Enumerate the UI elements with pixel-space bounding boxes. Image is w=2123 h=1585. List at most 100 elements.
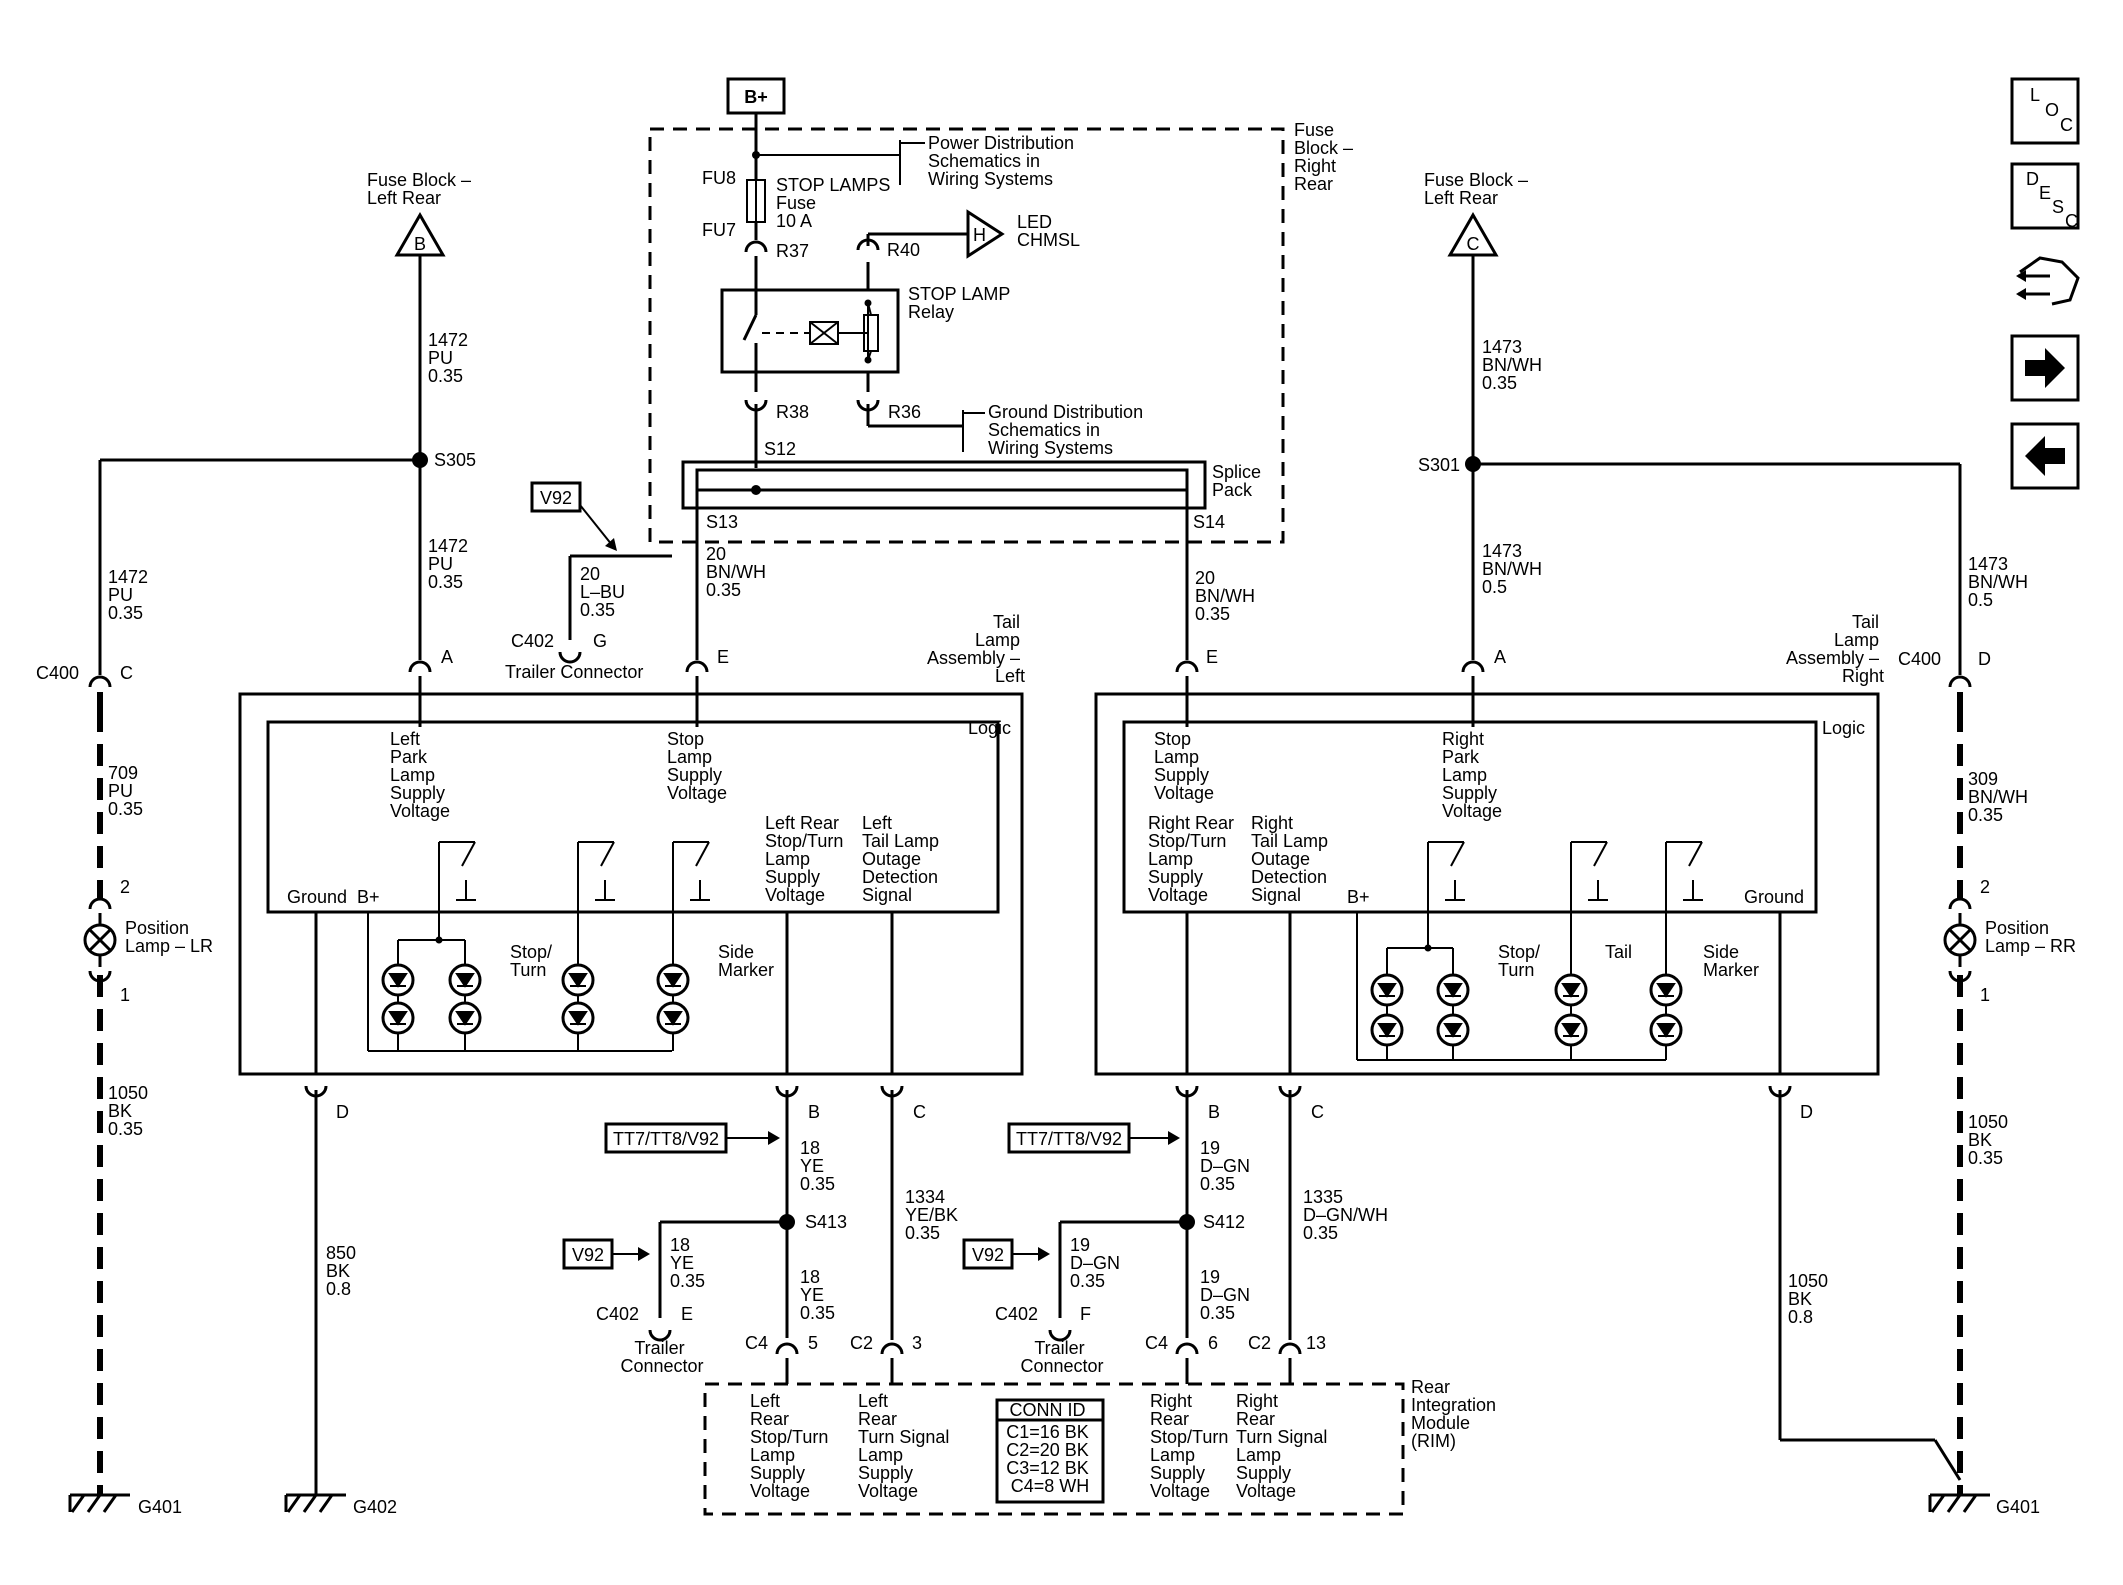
arrow-right-icon[interactable]	[2010, 334, 2080, 402]
right-switch-1	[1427, 841, 1465, 901]
wire-20-bnwh-left: 20 BN/WH 0.35	[706, 544, 771, 600]
right-tail-outage-signal: Right Tail Lamp Outage Detection Signal	[1251, 813, 1333, 905]
s305-label: S305	[434, 450, 476, 470]
left-stopturn-led-2	[448, 940, 482, 1051]
fu8-label: FU8	[702, 168, 736, 188]
pos-rr-pin-1: 1	[1980, 985, 1990, 1005]
position-lamp-rr-label: Position Lamp – RR	[1985, 918, 2076, 956]
wire-19-dgn-c: 19 D–GN 0.35	[1200, 1267, 1255, 1323]
wire-18-ye-a: 18 YE 0.35	[800, 1138, 835, 1194]
right-switch-2	[1570, 841, 1608, 901]
r38-label: R38	[776, 402, 809, 422]
led-chmsl-terminal: H	[973, 225, 986, 245]
rim-title: Rear Integration Module (RIM)	[1411, 1377, 1501, 1451]
led-chmsl-label: LED CHMSL	[1017, 212, 1080, 250]
wire-1050-right-d: 1050 BK 0.8	[1788, 1271, 1833, 1327]
c400-right-connector-icon	[1948, 675, 1972, 688]
svg-text:E: E	[2039, 183, 2051, 203]
c402-f-label: C402	[995, 1304, 1038, 1324]
right-switch-3	[1665, 841, 1703, 901]
svg-text:D: D	[2026, 169, 2039, 189]
tail-right-title: Tail Lamp Assembly – Right	[1786, 612, 1884, 686]
fuse-block-lr-label-left: Fuse Block – Left Rear	[367, 170, 476, 208]
c400-left-connector-icon	[88, 675, 112, 688]
g401-left-label: G401	[138, 1497, 182, 1517]
wire-1473-right: 1473 BN/WH 0.5	[1968, 554, 2033, 610]
arrow-left-icon[interactable]	[2010, 422, 2080, 490]
tail-left-pin-c: C	[913, 1102, 926, 1122]
right-tail-label: Tail	[1605, 942, 1632, 962]
left-switch-1	[438, 841, 476, 901]
wire-850: 850 BK 0.8	[326, 1243, 361, 1299]
g401-right-label: G401	[1996, 1497, 2040, 1517]
rim-pin-5: 5	[808, 1333, 818, 1353]
wire-19-dgn-a: 19 D–GN 0.35	[1200, 1138, 1255, 1194]
wire-309: 309 BN/WH 0.35	[1968, 769, 2033, 825]
trailer-connector-f-label: Trailer Connector	[1020, 1338, 1103, 1376]
position-lamp-lr-label: Position Lamp – LR	[125, 918, 213, 956]
left-stopturn-label: Stop/ Turn	[510, 942, 557, 980]
stop-lamp-relay-box	[720, 288, 900, 374]
wire-18-ye-b: 18 YE 0.35	[670, 1235, 705, 1291]
left-stop-supply: Stop Lamp Supply Voltage	[667, 729, 727, 803]
wire-1472-top: 1472 PU 0.35	[428, 330, 473, 386]
tail-left-pin-a-icon	[408, 660, 432, 673]
s301-label: S301	[1418, 455, 1460, 475]
tail-lamp-left-box	[238, 692, 1024, 1076]
trailer-connector-e-icon	[648, 1329, 672, 1342]
left-ground-label: Ground	[287, 887, 347, 907]
svg-text:L: L	[2030, 85, 2040, 105]
right-side-marker-label: Side Marker	[1703, 942, 1759, 980]
wire-709: 709 PU 0.35	[108, 763, 143, 819]
left-side-marker-label: Side Marker	[718, 942, 774, 980]
s13-label: S13	[706, 512, 738, 532]
left-switch-3	[672, 841, 710, 901]
left-park-supply: Left Park Lamp Supply Voltage	[390, 729, 450, 821]
wire-1050-right: 1050 BK 0.35	[1968, 1112, 2013, 1168]
tail-right-pin-c: C	[1311, 1102, 1324, 1122]
right-stopturn-label: Stop/ Turn	[1498, 942, 1545, 980]
loc-button[interactable]: L O C	[2010, 77, 2080, 145]
trailer-connector-g-label: Trailer Connector	[505, 662, 643, 682]
tail-right-pin-a: A	[1494, 647, 1506, 667]
wire-1472-mid: 1472 PU 0.35	[428, 536, 473, 592]
right-tail-led	[1554, 970, 1588, 1060]
right-park-supply: Right Park Lamp Supply Voltage	[1442, 729, 1502, 821]
tail-right-pin-e: E	[1206, 647, 1218, 667]
desc-button[interactable]: D E S C	[2010, 162, 2080, 231]
tail-right-pin-b: B	[1208, 1102, 1220, 1122]
pos-lr-pin-1: 1	[120, 985, 130, 1005]
power-distribution-ref: Power Distribution Schematics in Wiring …	[928, 133, 1079, 189]
s412-label: S412	[1203, 1212, 1245, 1232]
splice-pack-bus	[695, 468, 1189, 492]
wire-20-bnwh-right: 20 BN/WH 0.35	[1195, 568, 1260, 624]
trailer-connector-e-label: Trailer Connector	[620, 1338, 703, 1376]
right-stopturn-led-2	[1436, 948, 1470, 1060]
stop-lamps-fuse-label: STOP LAMPS Fuse 10 A	[776, 175, 895, 231]
tt-option-label-right: TT7/TT8/V92	[1016, 1129, 1122, 1149]
rim-c2-left: C2	[850, 1333, 873, 1353]
r37-label: R37	[776, 241, 809, 261]
right-side-marker-led	[1649, 970, 1683, 1060]
svg-text:C: C	[2060, 115, 2073, 135]
trailer-pin-e: E	[681, 1304, 693, 1324]
tail-left-pin-e: E	[717, 647, 729, 667]
right-rear-stopturn-supply: Right Rear Stop/Turn Lamp Supply Voltage	[1148, 813, 1239, 905]
wire-1472-left: 1472 PU 0.35	[108, 567, 153, 623]
tail-left-logic: Logic	[968, 718, 1011, 738]
s413-label: S413	[805, 1212, 847, 1232]
tail-left-logic-box	[266, 720, 1000, 914]
tail-right-logic-box	[1122, 720, 1818, 914]
terminal-b-label: B	[414, 234, 426, 254]
component-connector-icon[interactable]	[2016, 256, 2080, 306]
conn-id-table: CONN ID C1=16 BK C2=20 BK C3=12 BK C4=8 …	[1006, 1400, 1094, 1496]
tail-right-logic: Logic	[1822, 718, 1865, 738]
tail-right-pin-a-icon	[1461, 660, 1485, 673]
svg-text:S: S	[2052, 197, 2064, 217]
trailer-connector-g-icon	[558, 651, 582, 664]
c400-left-label: C400	[36, 663, 79, 683]
relay-switch-contact	[742, 314, 758, 341]
rim-right-turnsignal: Right Rear Turn Signal Lamp Supply Volta…	[1236, 1391, 1332, 1501]
wire-20-lbu: 20 L–BU 0.35	[580, 564, 630, 620]
c400-right-label: C400	[1898, 649, 1941, 669]
